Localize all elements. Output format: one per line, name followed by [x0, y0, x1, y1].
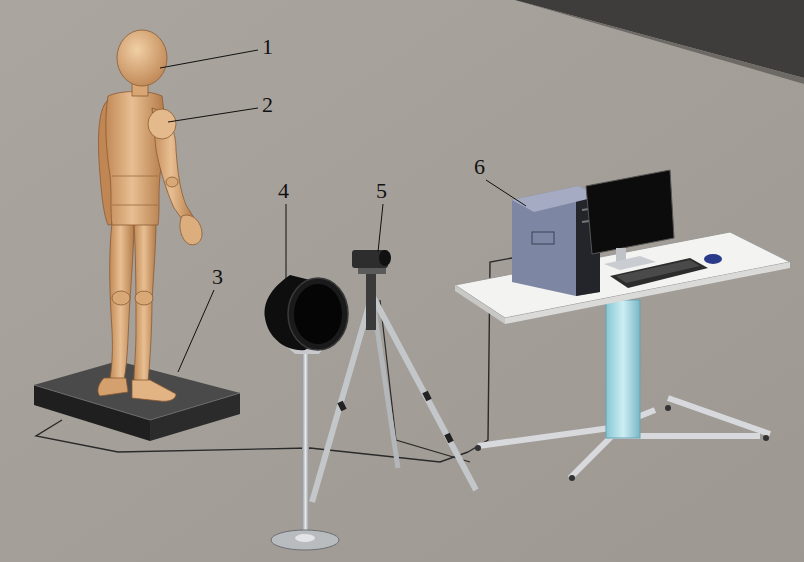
- mannequin: [98, 30, 202, 401]
- camera-tripod: [312, 250, 476, 502]
- desk: [455, 232, 790, 481]
- leader-lines: [160, 50, 526, 372]
- callout-number: 4: [278, 180, 289, 202]
- callout-number: 1: [262, 36, 273, 58]
- callout-number: 2: [262, 94, 273, 116]
- callout-number: 5: [376, 180, 387, 202]
- cable: [36, 420, 468, 462]
- callout-number: 6: [474, 156, 485, 178]
- callout-number: 3: [212, 266, 223, 288]
- computer: [512, 170, 722, 296]
- wall-edge: [515, 0, 804, 84]
